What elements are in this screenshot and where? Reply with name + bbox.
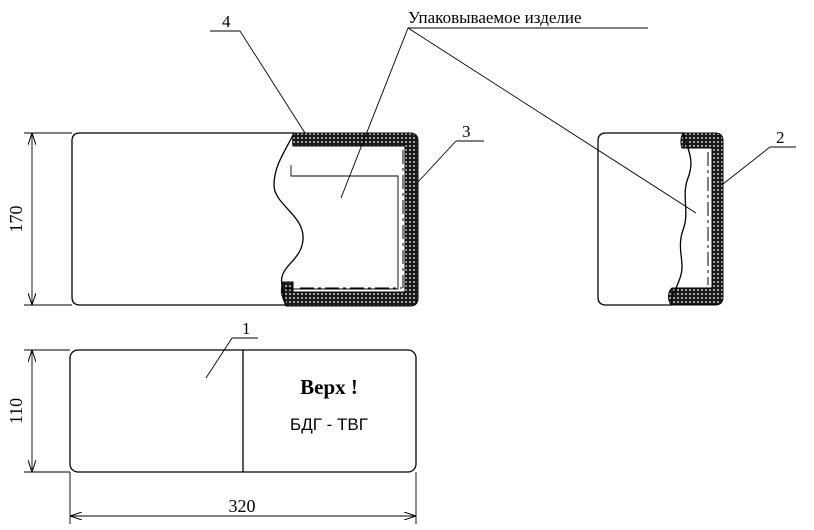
- callout-3: 3: [462, 122, 471, 141]
- inner-dash-line: [300, 150, 404, 289]
- callout-4: 4: [222, 12, 231, 31]
- leader-2: [722, 146, 796, 185]
- side-view: [597, 132, 724, 306]
- label-packed-item: Упаковываемое изделие: [408, 8, 582, 27]
- dimension-label-110: 110: [6, 398, 26, 424]
- box-outline-side: [597, 132, 683, 306]
- break-line-front: [273, 132, 304, 306]
- foam-wrap-front: [280, 132, 419, 307]
- dimension-label-170: 170: [6, 206, 26, 233]
- foam-wrap-side: [668, 132, 724, 306]
- dimension-height-bottom: [24, 349, 70, 473]
- leader-packed-item: [340, 27, 697, 214]
- leader-4: [210, 30, 306, 134]
- dimension-width: [69, 472, 417, 524]
- box-outline-front: [71, 132, 294, 306]
- callout-1: 1: [242, 319, 251, 338]
- leader-1: [205, 337, 258, 379]
- break-line-side: [670, 132, 692, 306]
- marking-line1: Верх !: [300, 375, 358, 399]
- leader-3: [417, 140, 484, 183]
- front-view: [71, 132, 419, 307]
- packed-item-front: [285, 165, 399, 290]
- callout-2: 2: [776, 128, 785, 147]
- dimension-height-top: [24, 132, 72, 306]
- dimension-label-320: 320: [229, 496, 256, 516]
- marking-line2: БДГ - ТВГ: [290, 415, 368, 434]
- top-view: [69, 349, 417, 473]
